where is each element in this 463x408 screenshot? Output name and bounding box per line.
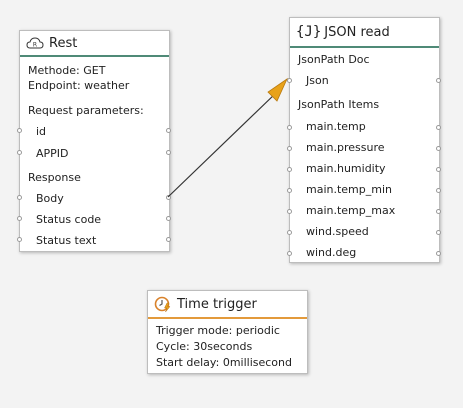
json-item: main.humidity [306, 162, 386, 175]
json-doc-output-port[interactable] [436, 78, 441, 83]
json-item: wind.deg [306, 246, 357, 259]
rest-output-status-text: Status text [36, 234, 97, 247]
rest-status-code-output-port[interactable] [166, 216, 171, 221]
rest-node[interactable]: R Rest Methode: GET Endpoint: weather Re… [17, 30, 171, 252]
json-item-input-port[interactable] [287, 188, 292, 193]
rest-param-id: id [36, 125, 47, 138]
json-item-output-port[interactable] [436, 167, 441, 172]
time-trigger-node[interactable]: Time trigger Trigger mode: periodic Cycl… [147, 290, 308, 374]
json-item-output-port[interactable] [436, 188, 441, 193]
rest-node-header[interactable]: R Rest [20, 31, 169, 57]
json-item-input-port[interactable] [287, 230, 292, 235]
trigger-mode: Trigger mode: periodic [156, 324, 280, 337]
json-item-output-port[interactable] [436, 251, 441, 256]
rest-status-code-input-port[interactable] [17, 216, 22, 221]
rest-request-params-label: Request parameters: [28, 104, 144, 117]
json-item-input-port[interactable] [287, 125, 292, 130]
json-item-input-port[interactable] [287, 251, 292, 256]
rest-param-id-input-port[interactable] [17, 128, 22, 133]
rest-body-input-port[interactable] [17, 195, 22, 200]
clock-lightning-icon [154, 295, 172, 313]
time-trigger-node-title: Time trigger [177, 296, 257, 312]
json-read-node-title: JSON read [324, 24, 390, 40]
json-read-node-header[interactable]: {J} JSON read [290, 18, 439, 48]
rest-node-title: Rest [49, 35, 78, 51]
json-item: main.temp_max [306, 204, 396, 217]
rest-param-appid-output-port[interactable] [166, 150, 171, 155]
trigger-start-delay: Start delay: 0millisecond [156, 356, 292, 369]
rest-output-body: Body [36, 192, 64, 205]
trigger-cycle: Cycle: 30seconds [156, 340, 253, 353]
rest-status-text-output-port[interactable] [166, 237, 171, 242]
rest-param-id-output-port[interactable] [166, 128, 171, 133]
json-items-label: JsonPath Items [298, 98, 380, 111]
json-item: wind.speed [306, 225, 369, 238]
svg-text:R: R [33, 42, 37, 49]
json-item-input-port[interactable] [287, 146, 292, 151]
rest-methode: Methode: GET [28, 64, 106, 77]
json-item-input-port[interactable] [287, 167, 292, 172]
rest-output-status-code: Status code [36, 213, 102, 226]
rest-body-output-port[interactable] [166, 195, 171, 200]
rest-param-appid-input-port[interactable] [17, 150, 22, 155]
json-item-output-port[interactable] [436, 230, 441, 235]
json-item-output-port[interactable] [436, 209, 441, 214]
json-doc-input: Json [306, 74, 329, 87]
json-item: main.pressure [306, 141, 385, 154]
json-doc-label: JsonPath Doc [298, 53, 370, 66]
json-doc-input-port[interactable] [287, 78, 292, 83]
json-item-input-port[interactable] [287, 209, 292, 214]
json-item-output-port[interactable] [436, 146, 441, 151]
rest-endpoint: Endpoint: weather [28, 79, 130, 92]
time-trigger-node-header[interactable]: Time trigger [148, 291, 307, 319]
rest-cloud-icon: R [26, 36, 44, 50]
rest-status-text-input-port[interactable] [17, 237, 22, 242]
rest-response-label: Response [28, 171, 81, 184]
json-item-output-port[interactable] [436, 125, 441, 130]
json-item: main.temp_min [306, 183, 393, 196]
json-item: main.temp [306, 120, 366, 133]
json-braces-icon: {J} [296, 24, 322, 40]
body-to-json-connection[interactable] [167, 91, 278, 198]
json-read-node[interactable]: {J} JSON read JsonPath Doc Json JsonPath… [287, 17, 441, 263]
rest-param-appid: APPID [36, 147, 69, 160]
connection-arrowhead [267, 77, 288, 102]
